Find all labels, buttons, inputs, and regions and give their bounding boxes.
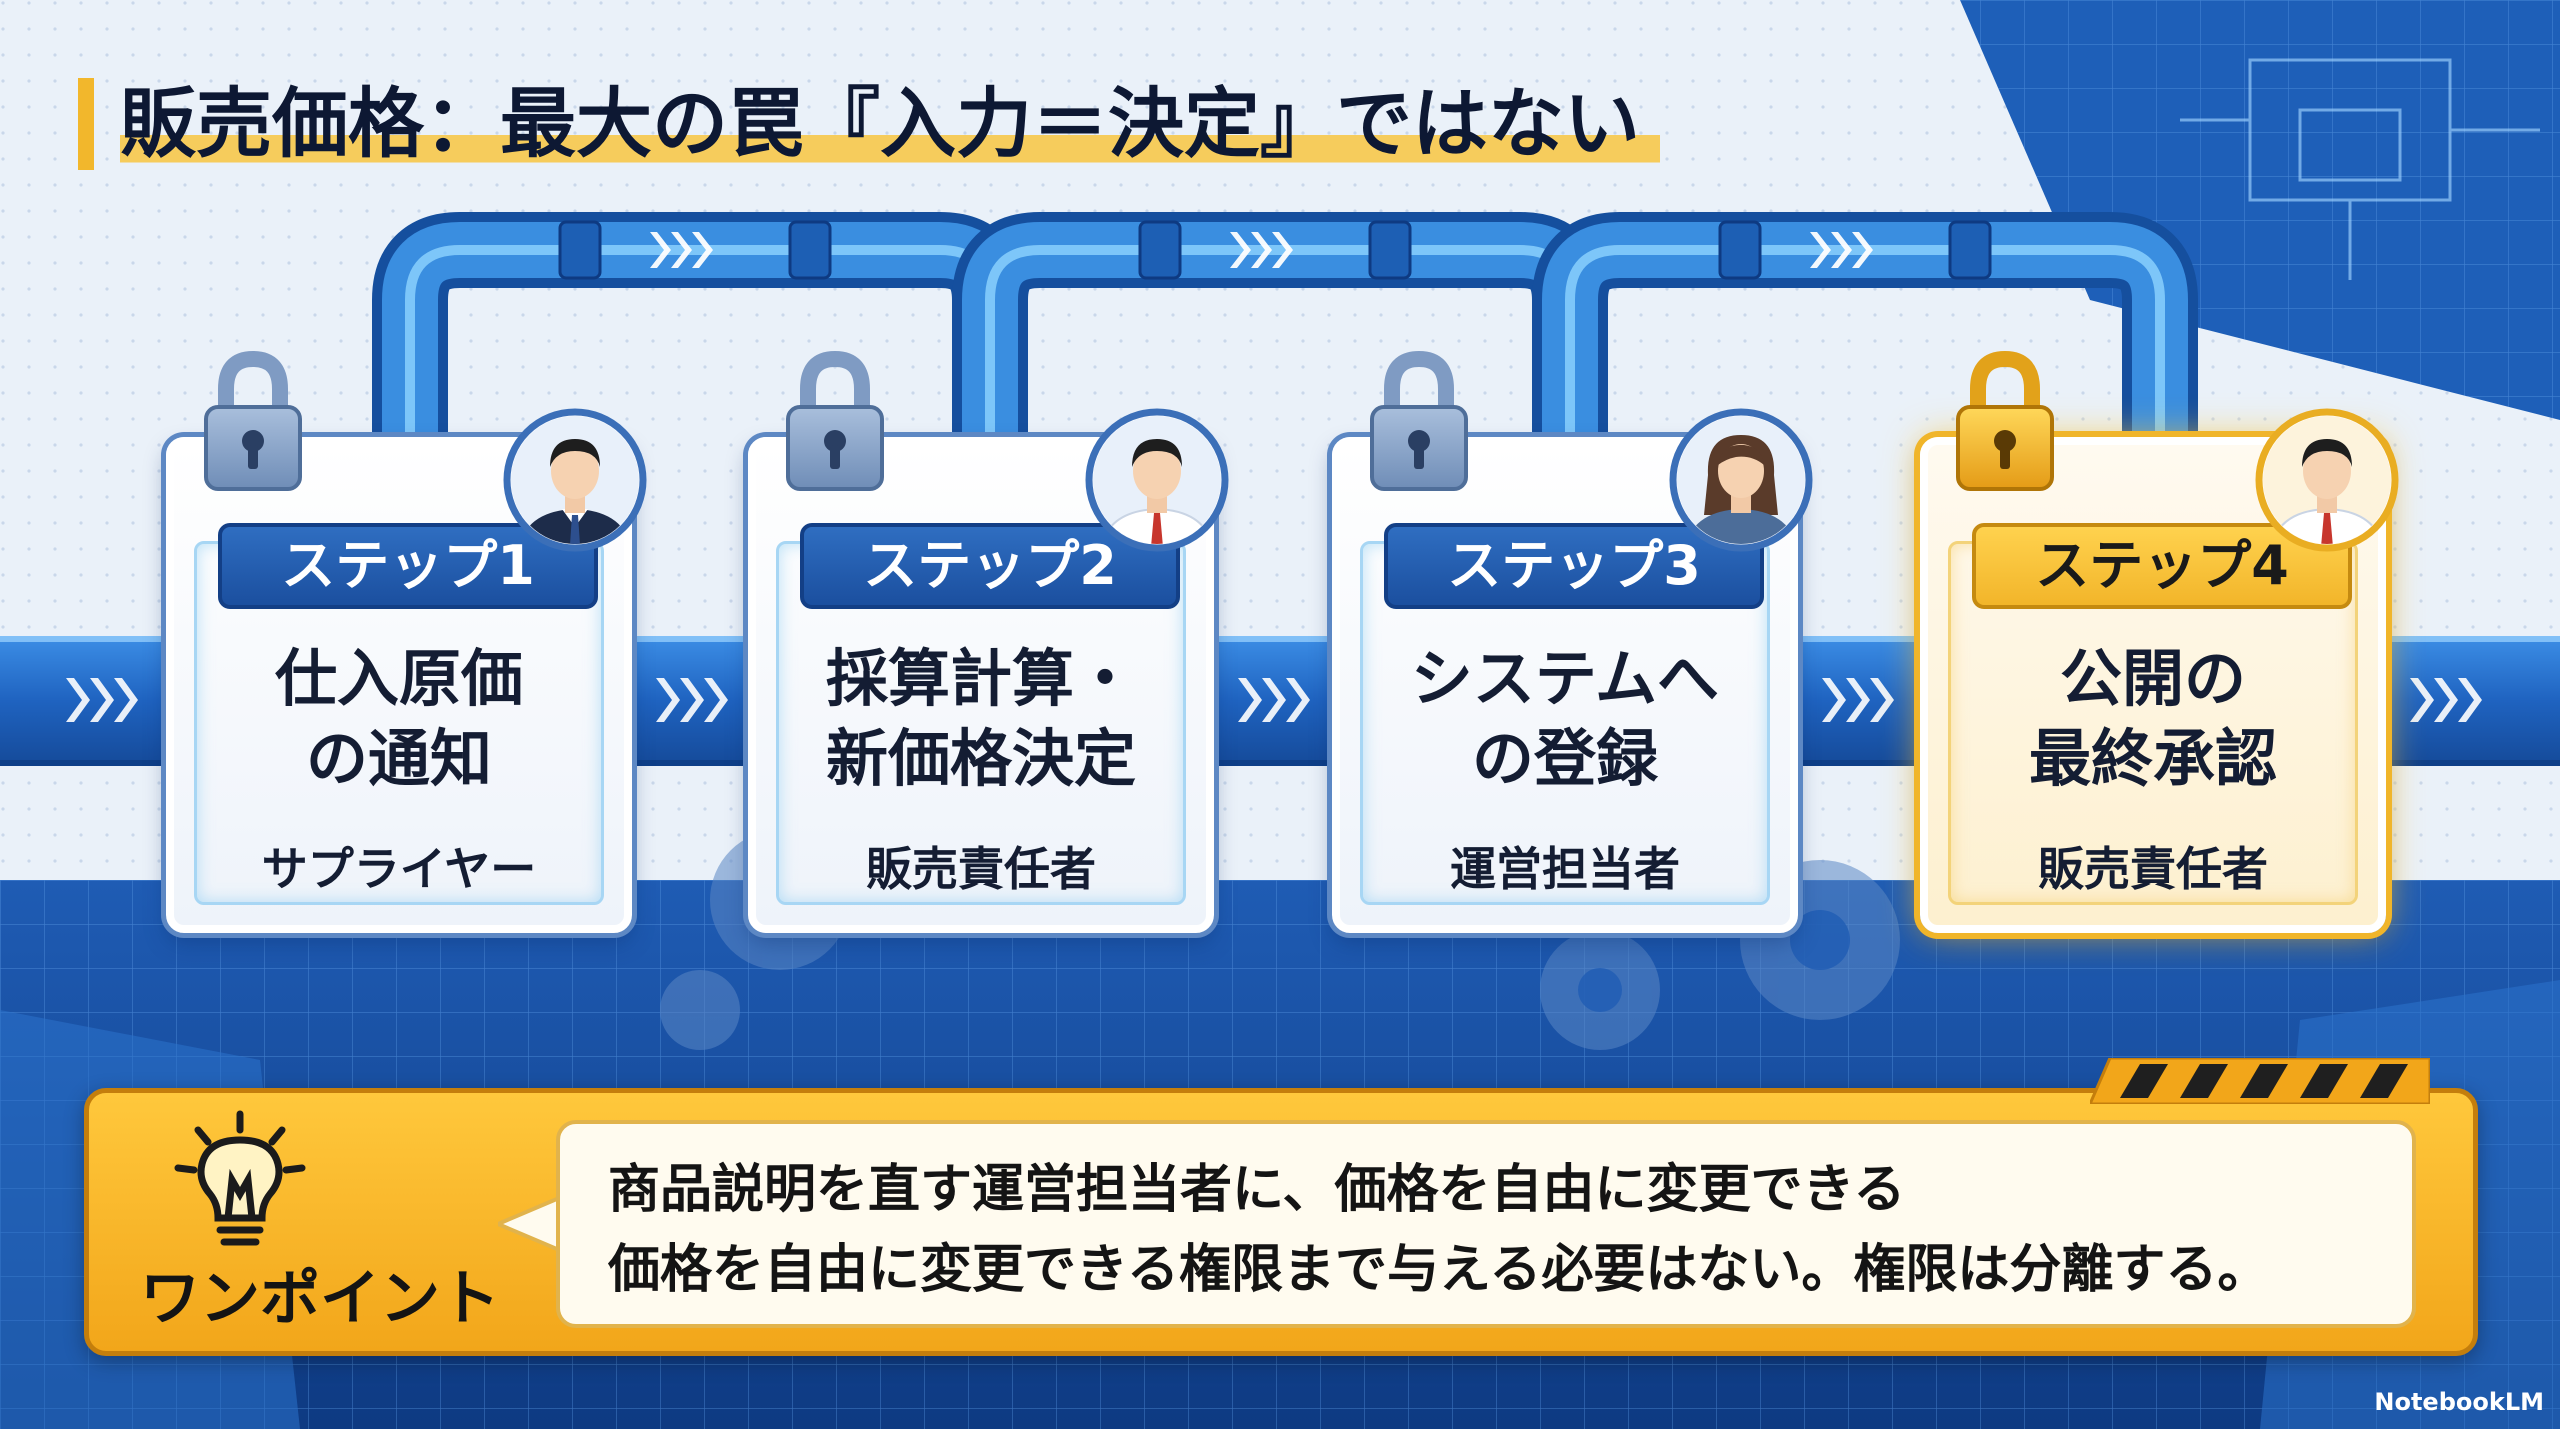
step-role-4: 販売責任者 (2038, 842, 2268, 896)
lightbulb-icon (174, 1110, 306, 1246)
message-line-2: 価格を自由に変更できる権限まで与える必要はない。権限は分離する。 (608, 1240, 2270, 1300)
lock-icon (204, 350, 302, 491)
gold-lock-icon (1956, 350, 2054, 491)
step-role-1: サプライヤー (261, 842, 537, 896)
page-title: 販売価格：最大の罠『入力＝決定』ではない (120, 78, 1660, 170)
one-point-label: ワンポイント (140, 1264, 500, 1334)
title-block: 販売価格：最大の罠『入力＝決定』ではない (78, 78, 1660, 170)
step-title-3: システムへ の登録 (1410, 642, 1720, 795)
male-tie-avatar-icon (1085, 408, 1229, 552)
step-role-2: 販売責任者 (866, 842, 1096, 896)
one-point-message: 商品説明を直す運営担当者に、価格を自由に変更できる 価格を自由に変更できる権限ま… (556, 1120, 2416, 1328)
hazard-stripes (2090, 1058, 2430, 1104)
female-avatar-icon (1669, 408, 1813, 552)
message-line-1: 商品説明を直す運営担当者に、価格を自由に変更できる (608, 1160, 1906, 1220)
step-title-2: 採算計算・ 新価格決定 (825, 642, 1136, 795)
watermark: NotebookLM (2374, 1388, 2544, 1416)
step-card-3: ステップ3 システムへ の登録 運営担当者 (1332, 437, 1798, 933)
lock-icon (1370, 350, 1468, 491)
step-title-1: 仕入原価 の通知 (274, 642, 523, 795)
lock-icon (786, 350, 884, 491)
title-accent-bar (78, 78, 94, 170)
male-tie-avatar-icon (2255, 408, 2399, 552)
male-suit-avatar-icon (503, 408, 647, 552)
speech-bubble-tail (498, 1193, 564, 1255)
step-label-1: ステップ1 (218, 523, 598, 609)
step-title-4: 公開の 最終承認 (2028, 642, 2277, 795)
step-role-3: 運営担当者 (1450, 842, 1680, 896)
